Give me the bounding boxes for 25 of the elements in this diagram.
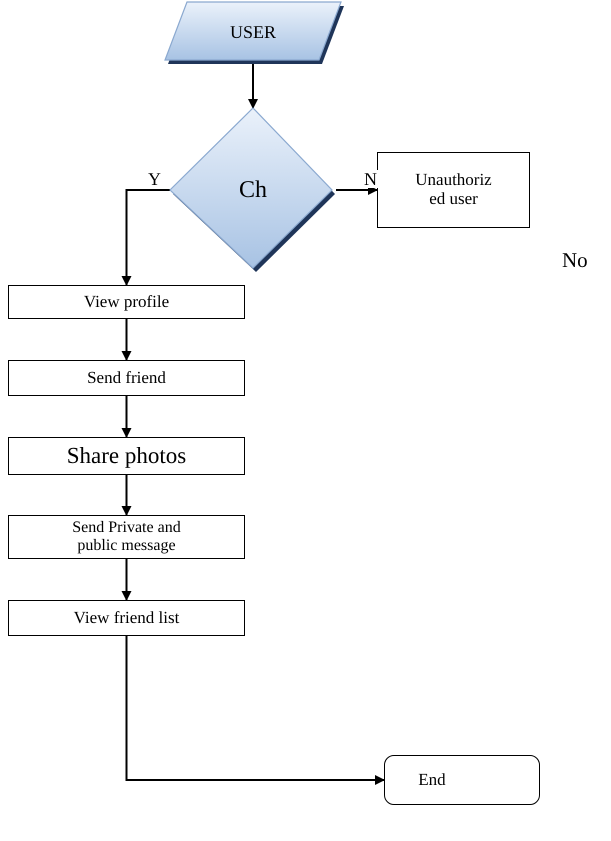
edge-label: N	[362, 170, 379, 188]
node-text: End	[418, 770, 446, 790]
node-text: Share photos	[66, 443, 186, 469]
process-box	[8, 437, 245, 475]
arrow	[126, 636, 385, 785]
process-box	[8, 285, 245, 319]
node-text: Send friend	[87, 368, 166, 388]
node-text: View friend list	[74, 608, 180, 628]
edge-label: Y	[146, 170, 163, 188]
node-text: View profile	[84, 292, 170, 312]
end-terminal	[384, 755, 540, 805]
process-box	[8, 360, 245, 396]
arrow	[122, 559, 132, 601]
arrow	[122, 189, 170, 286]
node-text: Unauthoriz ed user	[414, 171, 493, 209]
node-text: Ch	[238, 176, 267, 204]
arrow	[122, 319, 132, 361]
node-text: USER	[230, 23, 276, 43]
node-text: Send Private and public message	[71, 519, 182, 555]
process-box	[8, 515, 245, 559]
arrow	[122, 396, 132, 438]
arrow	[122, 475, 132, 516]
arrow	[248, 64, 258, 109]
process-box	[8, 600, 245, 636]
process-box	[377, 152, 530, 228]
